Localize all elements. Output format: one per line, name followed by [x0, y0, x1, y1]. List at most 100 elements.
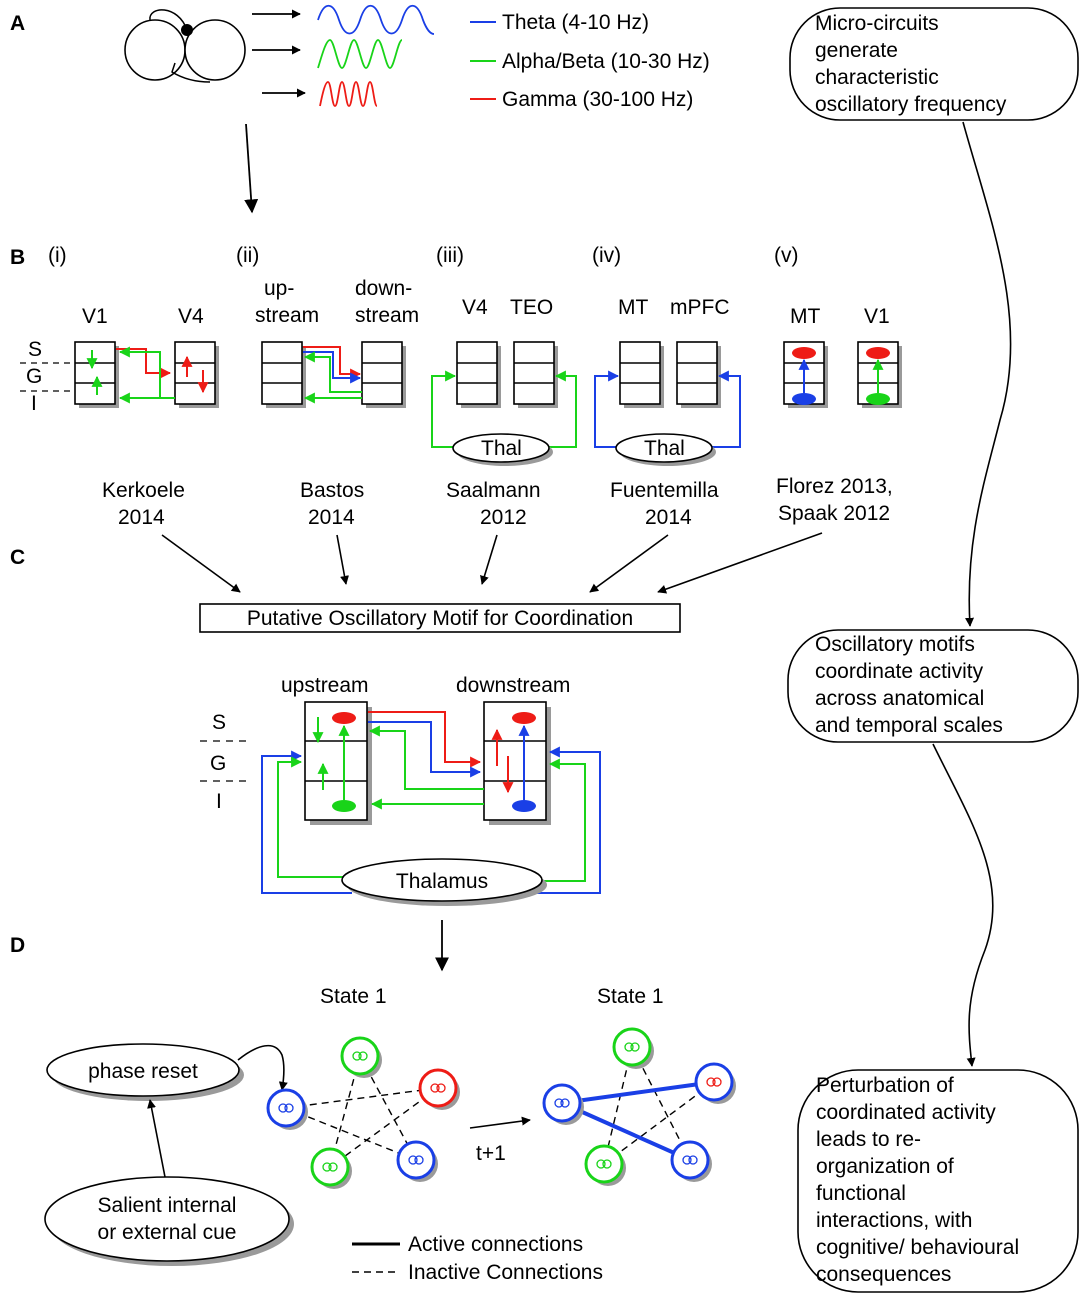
motif-ii-area2-l2: stream: [355, 304, 419, 327]
node-green-top: [340, 1036, 382, 1078]
note1-line3: characteristic: [815, 66, 939, 89]
legend-inactive: Inactive Connections: [408, 1261, 603, 1284]
c-layer-i: I: [216, 790, 222, 813]
note2-line1: Oscillatory motifs: [815, 633, 975, 656]
motif-ii-cite1: Bastos: [300, 479, 364, 502]
note3-line2: coordinated activity: [816, 1101, 996, 1124]
arrow-time-step: [469, 1116, 531, 1129]
panel-c-label: C: [10, 546, 25, 569]
motif-iv-cite1: Fuentemilla: [610, 479, 719, 502]
motif-v-area2: V1: [864, 305, 890, 328]
frequency-arrows: [252, 9, 306, 98]
arrow-note2-to-note3: [932, 743, 994, 1067]
note3-line6: interactions, with: [816, 1209, 972, 1232]
motif-ii-area1-l2: stream: [255, 304, 319, 327]
cue-line2: or external cue: [98, 1221, 237, 1244]
note1-line4: oscillatory frequency: [815, 93, 1007, 116]
thalamus-label: Thalamus: [396, 870, 488, 893]
motif-ii-number: (ii): [236, 244, 259, 267]
motif-iv-thal: Thal: [644, 437, 685, 460]
legend-active: Active connections: [408, 1233, 583, 1256]
c-layer-labels: S G I: [200, 711, 248, 813]
layer-i: I: [31, 392, 37, 415]
phase-reset-label: phase reset: [88, 1060, 198, 1083]
panel-b-label: B: [10, 246, 25, 269]
state-left-label: State 1: [320, 985, 387, 1008]
cue-line1: Salient internal: [98, 1194, 237, 1217]
motif-iv-area2: mPFC: [670, 296, 730, 319]
note-box-microcircuits: Micro-circuits generate characteristic o…: [789, 7, 1079, 121]
state-right-label: State 1: [597, 985, 664, 1008]
note3-line3: leads to re-: [816, 1128, 921, 1151]
panel-a-label: A: [10, 12, 25, 35]
arrow-reset-to-node: [237, 1044, 288, 1091]
legend-theta: Theta (4-10 Hz): [502, 11, 649, 34]
motif-i-number: (i): [48, 244, 67, 267]
layer-s: S: [28, 338, 42, 361]
motif-iii: (iii) V4 TEO Thal Saalmann 2012: [431, 244, 577, 529]
motif-iv-cite2: 2014: [645, 506, 692, 529]
legend-alpha-beta: Alpha/Beta (10-30 Hz): [502, 50, 710, 73]
node-blue-bottom: [396, 1140, 438, 1182]
motif-i-cite2: 2014: [118, 506, 165, 529]
downstream-label: downstream: [456, 674, 570, 697]
c-layer-s: S: [212, 711, 226, 734]
salient-cue-node: Salient internal or external cue: [44, 1176, 294, 1266]
frequency-legend: Theta (4-10 Hz) Alpha/Beta (10-30 Hz) Ga…: [470, 11, 710, 111]
note1-line2: generate: [815, 39, 898, 62]
legend-gamma: Gamma (30-100 Hz): [502, 88, 693, 111]
motif-iii-cite2: 2012: [480, 506, 527, 529]
network-state-after: [542, 1027, 736, 1186]
gamma-wave: [319, 81, 378, 107]
note1-line1: Micro-circuits: [815, 12, 939, 35]
motif-title-box: [199, 603, 681, 633]
motif-ii: (ii) up- stream down- stream Bastos 2014: [236, 244, 419, 529]
microcircuit-icon: [124, 9, 246, 83]
motif-v-area1: MT: [790, 305, 820, 328]
layer-g: G: [26, 365, 42, 388]
note-box-perturbation: Perturbation of coordinated activity lea…: [797, 1069, 1079, 1293]
panel-d-label: D: [10, 934, 25, 957]
note2-line2: coordinate activity: [815, 660, 984, 683]
node2-green-top: [612, 1027, 654, 1069]
motif-title: Putative Oscillatory Motif for Coordinat…: [247, 607, 633, 630]
node-green-bottom: [310, 1147, 352, 1189]
network-state-before: [266, 1036, 460, 1189]
connection-legend: Active connections Inactive Connections: [352, 1233, 603, 1284]
motif-v-cite2: Spaak 2012: [778, 502, 890, 525]
arrow-note1-to-note2: [962, 121, 1012, 627]
putative-motif: upstream downstream S G I: [200, 674, 601, 906]
time-step-label: t+1: [476, 1142, 506, 1165]
motif-i: (i) V1 V4 S G I Kerkoele 2014: [20, 244, 219, 529]
note2-line3: across anatomical: [815, 687, 984, 710]
note3-line1: Perturbation of: [816, 1074, 954, 1097]
layer-labels: S G I: [20, 338, 70, 415]
alpha-beta-wave: [317, 39, 403, 69]
note3-line8: consequences: [816, 1263, 951, 1286]
note-box-motifs: Oscillatory motifs coordinate activity a…: [787, 629, 1079, 743]
motif-iii-area1: V4: [462, 296, 488, 319]
note2-line4: and temporal scales: [815, 714, 1003, 737]
motif-iii-number: (iii): [436, 244, 464, 267]
motif-iv: (iv) MT mPFC Thal Fuentemilla 2014: [592, 244, 741, 529]
motif-iv-number: (iv): [592, 244, 621, 267]
node-red-right: [418, 1068, 460, 1110]
motif-ii-area1-l1: up-: [264, 277, 294, 300]
node-blue-left: [266, 1088, 308, 1130]
motif-iv-area1: MT: [618, 296, 648, 319]
motif-v-cite1: Florez 2013,: [776, 475, 893, 498]
c-layer-g: G: [210, 752, 226, 775]
node2-blue-left: [542, 1083, 584, 1125]
motif-v-number: (v): [774, 244, 799, 267]
arrow-cue-to-reset: [147, 1099, 166, 1178]
motif-ii-area2-l1: down-: [355, 277, 412, 300]
arrows-b-to-c: [161, 532, 823, 594]
motif-iii-area2: TEO: [510, 296, 553, 319]
motif-i-area2: V4: [178, 305, 204, 328]
note3-line5: functional: [816, 1182, 906, 1205]
motif-i-cite1: Kerkoele: [102, 479, 185, 502]
upstream-label: upstream: [281, 674, 369, 697]
arrow-a-to-b: [244, 123, 259, 214]
motif-iii-cite1: Saalmann: [446, 479, 541, 502]
